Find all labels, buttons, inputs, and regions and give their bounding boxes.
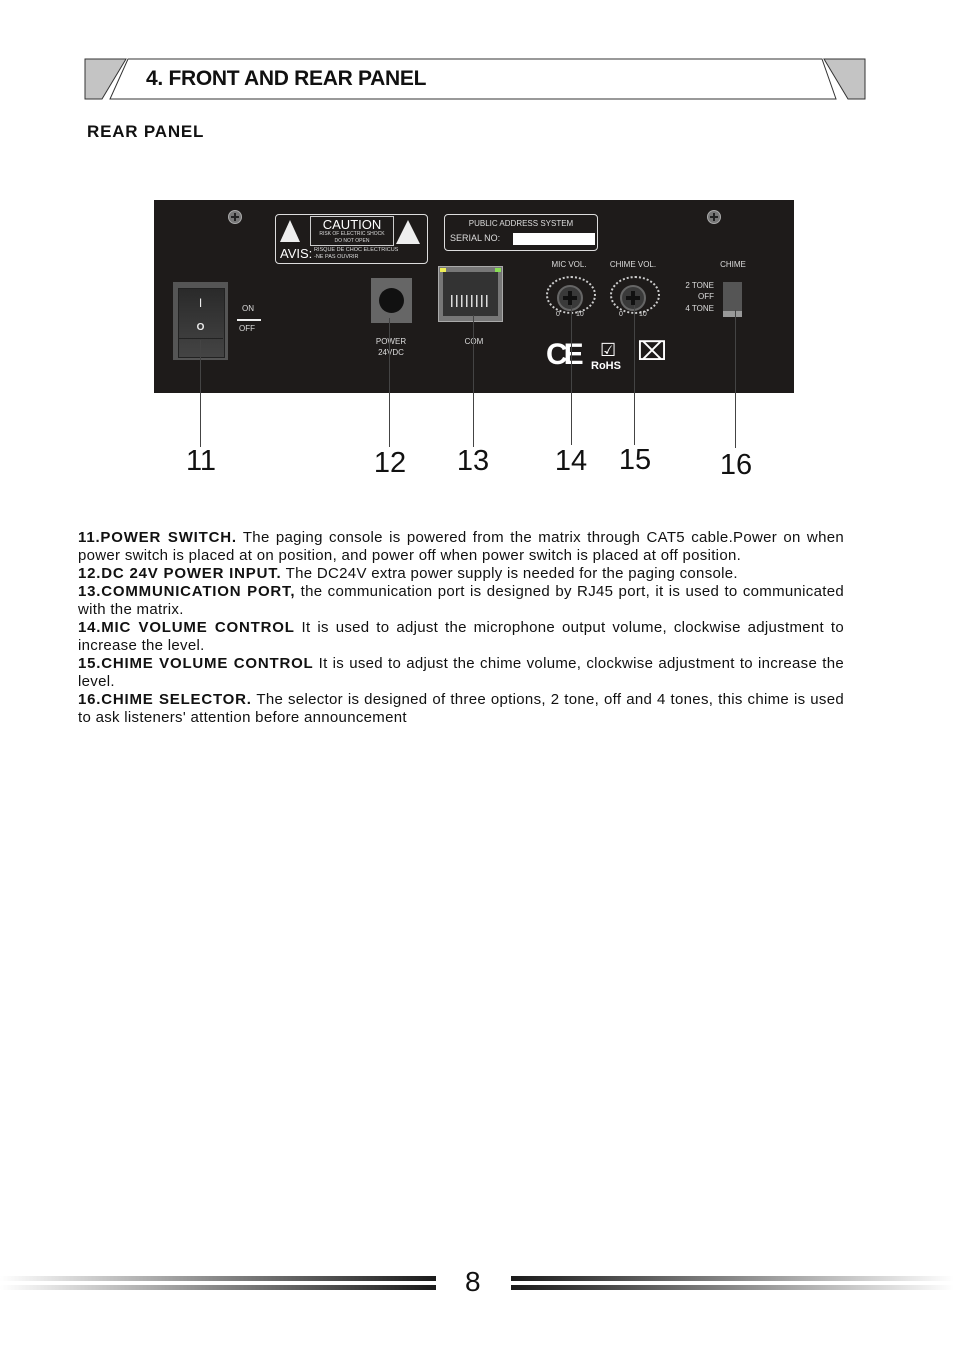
serial-number-field: [513, 233, 595, 245]
subsection-title: REAR PANEL: [87, 122, 205, 141]
mic-volume-knob: [557, 285, 583, 311]
leader-line: [634, 305, 635, 445]
page-number: 8: [465, 1266, 481, 1297]
caution-line: DO NOT OPEN: [334, 238, 370, 244]
footer-rule-left: [0, 1285, 436, 1290]
description-item: 16.CHIME SELECTOR. The selector is desig…: [78, 691, 844, 726]
leader-line: [389, 318, 390, 447]
caution-title: CAUTION: [311, 217, 393, 232]
power-label: POWER: [375, 337, 407, 346]
chime-volume-knob: [620, 285, 646, 311]
ce-mark: CE: [546, 338, 584, 371]
weee-bin-icon: ⌧: [637, 336, 667, 366]
rear-panel-illustration: CAUTION RISK OF ELECTRIC SHOCK DO NOT OP…: [154, 200, 794, 393]
caution-label: CAUTION RISK OF ELECTRIC SHOCK DO NOT OP…: [275, 214, 428, 264]
description-item: 13.COMMUNICATION PORT, the communication…: [78, 583, 845, 618]
section-title: 4. FRONT AND REAR PANEL: [146, 67, 427, 90]
avis-line: -NE PAS OUVRIR: [314, 254, 359, 260]
warning-triangle-icon: [280, 220, 300, 242]
description-item: 14.MIC VOLUME CONTROL It is used to adju…: [78, 619, 844, 654]
description-item: 11.POWER SWITCH. The paging console is p…: [78, 529, 844, 564]
rohs-mark: RoHS: [591, 360, 621, 372]
power-label: 24VDC: [378, 348, 404, 357]
dc-power-jack: [371, 278, 412, 323]
chime-vol-label: CHIME VOL.: [609, 260, 657, 269]
callout-13: 13: [456, 445, 490, 477]
serial-label: PUBLIC ADDRESS SYSTEM SERIAL NO:: [444, 214, 598, 251]
check-icon: ☑: [600, 340, 617, 360]
callout-14: 14: [554, 445, 588, 477]
screw-icon: [228, 210, 242, 224]
mic-vol-label: MIC VOL.: [551, 260, 587, 269]
callout-15: 15: [618, 444, 652, 476]
footer-rule-right: [511, 1285, 954, 1290]
screw-icon: [707, 210, 721, 224]
caution-line: RISK OF ELECTRIC SHOCK: [319, 231, 385, 237]
section-banner: [84, 58, 866, 100]
warning-triangle-icon: [396, 220, 420, 244]
pa-system-label: PUBLIC ADDRESS SYSTEM: [468, 219, 574, 228]
footer-rule-left: [0, 1276, 436, 1281]
chime-label: CHIME: [720, 260, 746, 269]
on-label: ON: [242, 304, 254, 313]
leader-line: [571, 305, 572, 445]
leader-line: [473, 315, 474, 447]
leader-line: [200, 340, 201, 447]
com-label: COM: [454, 337, 494, 346]
callout-16: 16: [719, 449, 753, 481]
power-switch: I O: [173, 282, 228, 360]
description-item: 15.CHIME VOLUME CONTROL It is used to ad…: [78, 655, 844, 690]
rj45-port: [438, 266, 503, 322]
callout-11: 11: [185, 445, 217, 477]
footer-rule-right: [511, 1276, 954, 1281]
avis-line: RISQUE DE CHOC ELECTRICUS: [314, 247, 399, 253]
avis-label: AVIS:: [280, 246, 313, 261]
off-label: OFF: [239, 324, 255, 333]
description-item: 12.DC 24V POWER INPUT. The DC24V extra p…: [78, 565, 738, 582]
callout-12: 12: [373, 447, 407, 479]
description-list: 11.POWER SWITCH. The paging console is p…: [78, 529, 844, 727]
chime-selector-switch: [723, 282, 742, 317]
serial-no-label: SERIAL NO:: [450, 233, 501, 243]
leader-line: [735, 310, 736, 448]
